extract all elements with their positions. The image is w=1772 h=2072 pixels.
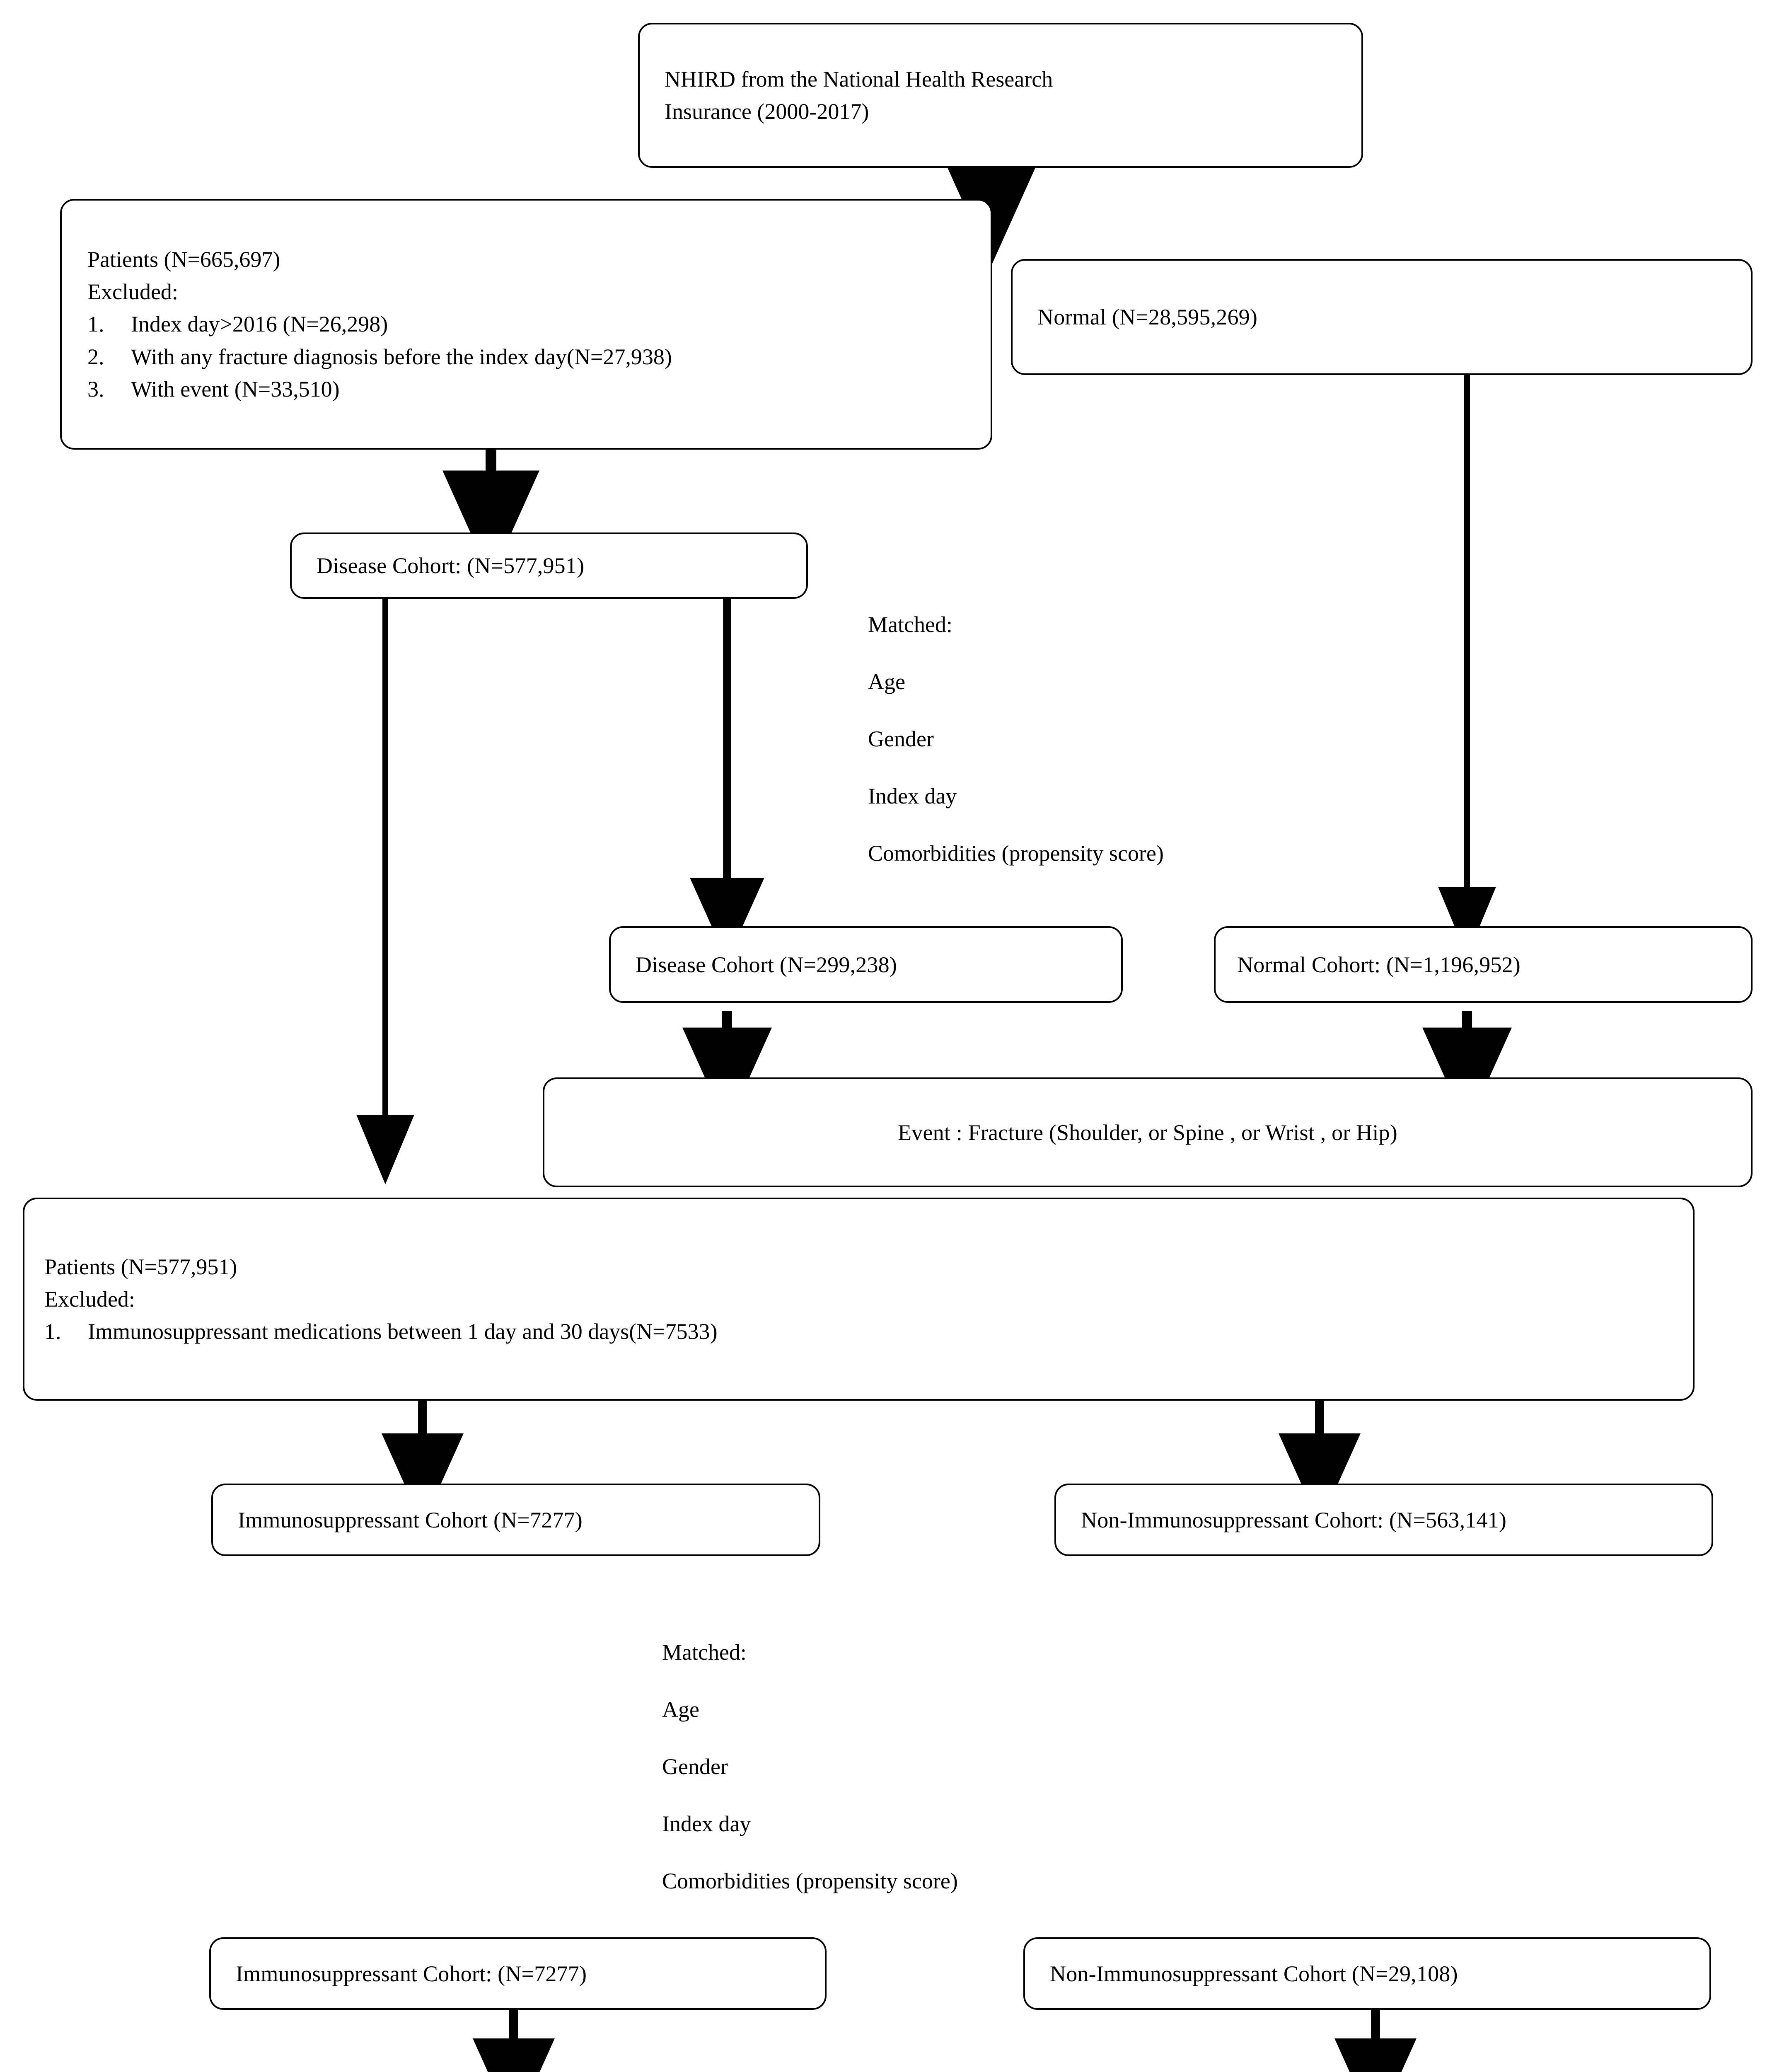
node-disease-cohort-matched-label: Disease Cohort (N=299,238): [636, 952, 897, 977]
patients-excluded-2-line-1: Patients (N=577,951): [44, 1254, 237, 1279]
nhird-line-2: Insurance (2000-2017): [665, 99, 869, 124]
node-patients-excluded-2[interactable]: Patients (N=577,951) Excluded: 1. Immuno…: [23, 1198, 1695, 1401]
patients-excluded-2-item-1: 1. Immunosuppressant medications between…: [44, 1315, 1693, 1348]
matched-criteria-2-heading: Matched:: [662, 1640, 747, 1665]
matched-criteria-1: Matched: Age Gender Index day Comorbidit…: [868, 613, 1164, 864]
node-event-upper[interactable]: Event : Fracture (Shoulder, or Spine , o…: [543, 1077, 1753, 1187]
node-immunosuppressant-cohort-matched[interactable]: Immunosuppressant Cohort: (N=7277): [209, 1937, 827, 2010]
patients-excluded-2-item-1-number: 1.: [44, 1319, 61, 1344]
node-non-immunosuppressant-cohort-matched[interactable]: Non-Immunosuppressant Cohort (N=29,108): [1023, 1937, 1711, 2010]
node-nhird-source-text: NHIRD from the National Health Research …: [640, 63, 1361, 128]
matched-criteria-2: Matched: Age Gender Index day Comorbidit…: [662, 1641, 958, 1892]
patients-excluded-1-item-3: 3. With event (N=33,510): [87, 373, 991, 405]
matched-criteria-1-heading: Matched:: [868, 612, 952, 637]
patients-excluded-1-item-1: 1. Index day>2016 (N=26,298): [87, 308, 991, 340]
patients-excluded-1-text: Patients (N=665,697) Excluded: 1. Index …: [62, 243, 991, 405]
node-non-immunosuppressant-cohort[interactable]: Non-Immunosuppressant Cohort: (N=563,141…: [1054, 1484, 1713, 1556]
node-nhird-source[interactable]: NHIRD from the National Health Research …: [638, 23, 1363, 168]
node-normal-population[interactable]: Normal (N=28,595,269): [1011, 259, 1753, 375]
matched-criteria-2-item-index-day: Index day: [662, 1811, 751, 1836]
patients-excluded-1-item-3-text: With event (N=33,510): [131, 376, 340, 402]
patients-excluded-1-item-3-number: 3.: [87, 376, 104, 402]
patients-excluded-1-line-2: Excluded:: [87, 279, 178, 305]
node-immunosuppressant-cohort[interactable]: Immunosuppressant Cohort (N=7277): [211, 1484, 820, 1556]
node-patients-excluded-1[interactable]: Patients (N=665,697) Excluded: 1. Index …: [60, 199, 992, 450]
matched-criteria-2-item-age: Age: [662, 1697, 699, 1722]
node-normal-cohort-matched[interactable]: Normal Cohort: (N=1,196,952): [1214, 926, 1753, 1003]
matched-criteria-2-item-comorbidities: Comorbidities (propensity score): [662, 1869, 958, 1893]
patients-excluded-1-item-2: 2. With any fracture diagnosis before th…: [87, 341, 991, 373]
node-non-immunosuppressant-cohort-matched-label: Non-Immunosuppressant Cohort (N=29,108): [1050, 1961, 1458, 1986]
matched-criteria-1-item-gender: Gender: [868, 726, 934, 751]
node-disease-cohort-matched[interactable]: Disease Cohort (N=299,238): [609, 926, 1123, 1003]
node-normal-population-label: Normal (N=28,595,269): [1037, 305, 1258, 329]
node-non-immunosuppressant-cohort-label: Non-Immunosuppressant Cohort: (N=563,141…: [1081, 1507, 1507, 1532]
patients-excluded-2-item-1-text: Immunosuppressant medications between 1 …: [88, 1319, 718, 1344]
node-disease-cohort-full-label: Disease Cohort: (N=577,951): [317, 553, 585, 578]
patients-excluded-1-item-1-text: Index day>2016 (N=26,298): [131, 312, 388, 337]
nhird-line-1: NHIRD from the National Health Research: [665, 66, 1053, 92]
matched-criteria-1-item-comorbidities: Comorbidities (propensity score): [868, 841, 1164, 866]
node-disease-cohort-full[interactable]: Disease Cohort: (N=577,951): [290, 533, 808, 599]
matched-criteria-1-item-age: Age: [868, 669, 905, 694]
patients-excluded-1-item-1-number: 1.: [87, 312, 104, 337]
patients-excluded-1-item-2-text: With any fracture diagnosis before the i…: [131, 344, 672, 369]
patients-excluded-2-line-2: Excluded:: [44, 1286, 135, 1312]
patients-excluded-2-text: Patients (N=577,951) Excluded: 1. Immuno…: [24, 1251, 1693, 1348]
node-normal-cohort-matched-label: Normal Cohort: (N=1,196,952): [1237, 952, 1521, 977]
matched-criteria-2-item-gender: Gender: [662, 1754, 728, 1779]
node-event-upper-label: Event : Fracture (Shoulder, or Spine , o…: [898, 1120, 1397, 1145]
patients-excluded-1-item-2-number: 2.: [87, 344, 104, 369]
node-immunosuppressant-cohort-matched-label: Immunosuppressant Cohort: (N=7277): [236, 1961, 587, 1986]
matched-criteria-1-item-index-day: Index day: [868, 784, 957, 808]
patients-excluded-1-line-1: Patients (N=665,697): [87, 247, 280, 272]
node-immunosuppressant-cohort-label: Immunosuppressant Cohort (N=7277): [238, 1507, 583, 1532]
